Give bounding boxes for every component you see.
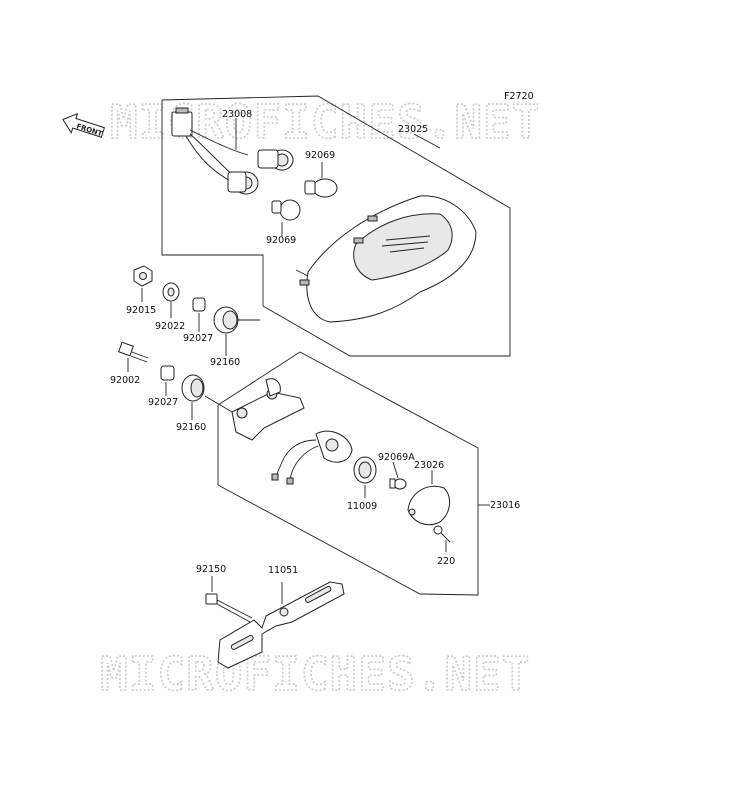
lens-cover-23026 (407, 485, 450, 526)
seal-11009 (353, 456, 377, 484)
washer-92022 (162, 282, 180, 302)
collar-92027-lower (160, 365, 175, 381)
license-plate-bracket-11051 (217, 581, 345, 669)
label-11009: 11009 (347, 501, 377, 512)
group-outline-23025 (161, 95, 511, 357)
bulb-92069-lower (271, 199, 301, 221)
collar-92027-upper (192, 297, 206, 312)
bulb-92069A (389, 478, 407, 490)
label-92069-lower: 92069 (266, 235, 296, 246)
bulb-92069-upper (304, 178, 338, 198)
front-arrow-icon: FRONT (62, 112, 106, 138)
wiring-harness-23008 (171, 107, 294, 195)
label-92069-upper: 92069 (305, 150, 335, 161)
label-92027-upper: 92027 (183, 333, 213, 344)
bolt-92150 (205, 593, 253, 623)
label-92160-lower: 92160 (176, 422, 206, 433)
label-11051: 11051 (268, 565, 298, 576)
license-light-socket (271, 430, 353, 485)
bolt-92002 (118, 341, 149, 363)
screw-220 (433, 525, 451, 543)
label-23008: 23008 (222, 109, 252, 120)
label-92002: 92002 (110, 375, 140, 386)
nut-92015 (133, 265, 153, 287)
license-light-bracket (231, 378, 305, 441)
taillight-assembly-23025 (295, 195, 477, 323)
label-92015: 92015 (126, 305, 156, 316)
group-outline-23016 (217, 351, 479, 596)
label-23026: 23026 (414, 460, 444, 471)
grommet-92160-upper (213, 306, 239, 334)
label-23025: 23025 (398, 124, 428, 135)
label-220: 220 (437, 556, 455, 567)
grommet-92160-lower (181, 374, 205, 402)
label-92150: 92150 (196, 564, 226, 575)
label-23016: 23016 (490, 500, 520, 511)
figure-code: F2720 (504, 91, 534, 102)
label-92160-upper: 92160 (210, 357, 240, 368)
label-92022: 92022 (155, 321, 185, 332)
watermark-bottom: MICROFICHES.NET (100, 647, 530, 701)
label-92027-lower: 92027 (148, 397, 178, 408)
label-92069A: 92069A (378, 452, 415, 463)
